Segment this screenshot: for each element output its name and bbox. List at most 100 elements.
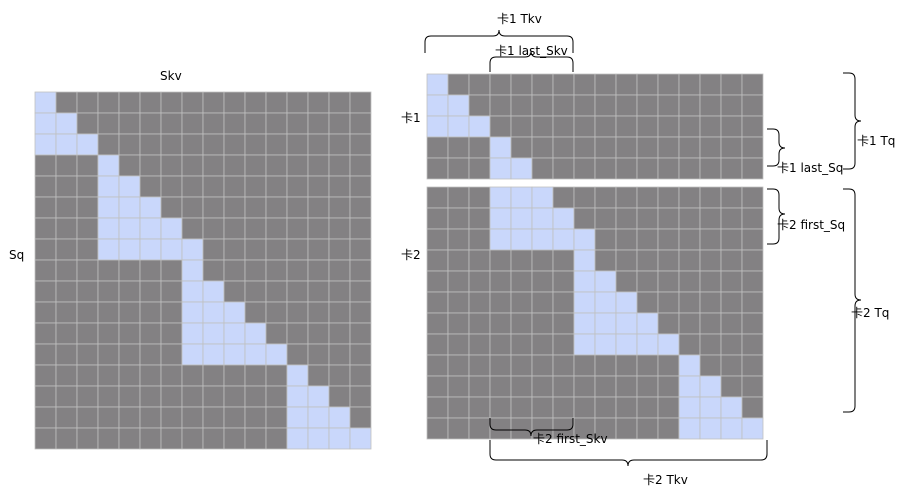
- full-masked-cell: [328, 343, 351, 366]
- full-masked-cell: [160, 196, 183, 219]
- card2-masked-cell: [468, 186, 491, 209]
- full-masked-cell: [265, 133, 288, 156]
- full-masked-cell: [244, 133, 267, 156]
- card2-masked-cell: [552, 186, 575, 209]
- card2-masked-cell: [552, 291, 575, 314]
- card2-masked-cell: [636, 354, 659, 377]
- full-masked-cell: [223, 112, 246, 135]
- card2-masked-cell: [678, 312, 701, 335]
- card1-masked-cell: [636, 94, 659, 117]
- full-masked-cell: [181, 196, 204, 219]
- card2-tq-label: 卡2 Tq: [851, 306, 889, 320]
- full-masked-cell: [307, 259, 330, 282]
- card2-masked-cell: [741, 186, 764, 209]
- card1-masked-cell: [741, 115, 764, 138]
- card2-first-skv-brace: [489, 418, 574, 437]
- full-masked-cell: [181, 112, 204, 135]
- full-masked-cell: [328, 154, 351, 177]
- card1-masked-cell: [468, 136, 491, 159]
- full-masked-cell: [34, 217, 57, 240]
- full-masked-cell: [202, 259, 225, 282]
- card1-masked-cell: [531, 94, 554, 117]
- card2-tkv-brace: [489, 440, 768, 467]
- full-attended-cell: [181, 259, 204, 282]
- full-masked-cell: [55, 406, 78, 429]
- full-masked-cell: [328, 91, 351, 114]
- card2-masked-cell: [720, 249, 743, 272]
- full-masked-cell: [160, 385, 183, 408]
- full-masked-cell: [118, 112, 141, 135]
- card2-attended-cell: [594, 291, 617, 314]
- full-masked-cell: [223, 427, 246, 450]
- card2-attended-cell: [615, 312, 638, 335]
- card1-masked-cell: [489, 94, 512, 117]
- full-masked-cell: [244, 154, 267, 177]
- full-masked-cell: [328, 112, 351, 135]
- full-attended-cell: [223, 343, 246, 366]
- card2-masked-cell: [468, 417, 491, 440]
- full-masked-cell: [139, 301, 162, 324]
- card2-attended-cell: [489, 228, 512, 251]
- card1-attended-cell: [426, 73, 449, 96]
- full-masked-cell: [286, 133, 309, 156]
- full-masked-cell: [286, 259, 309, 282]
- card2-masked-cell: [657, 270, 680, 293]
- full-masked-cell: [118, 280, 141, 303]
- card2-masked-cell: [573, 396, 596, 419]
- full-masked-cell: [34, 259, 57, 282]
- card2-attended-cell: [489, 207, 512, 230]
- full-masked-cell: [97, 280, 120, 303]
- card2-masked-cell: [489, 312, 512, 335]
- full-masked-cell: [97, 91, 120, 114]
- card2-attended-cell: [720, 396, 743, 419]
- full-masked-cell: [244, 259, 267, 282]
- full-masked-cell: [265, 259, 288, 282]
- card1-masked-cell: [741, 136, 764, 159]
- full-masked-cell: [202, 427, 225, 450]
- card2-attended-cell: [636, 333, 659, 356]
- full-masked-cell: [349, 301, 372, 324]
- full-masked-cell: [286, 322, 309, 345]
- card2-masked-cell: [468, 270, 491, 293]
- card1-masked-cell: [573, 115, 596, 138]
- full-masked-cell: [76, 301, 99, 324]
- full-masked-cell: [328, 385, 351, 408]
- full-masked-cell: [223, 196, 246, 219]
- full-masked-cell: [181, 91, 204, 114]
- card2-masked-cell: [615, 186, 638, 209]
- card2-masked-cell: [720, 354, 743, 377]
- full-masked-cell: [244, 112, 267, 135]
- full-attended-cell: [223, 301, 246, 324]
- full-masked-cell: [307, 133, 330, 156]
- card2-attended-cell: [720, 417, 743, 440]
- card2-masked-cell: [657, 291, 680, 314]
- full-masked-cell: [139, 112, 162, 135]
- card2-attended-cell: [615, 333, 638, 356]
- full-masked-cell: [307, 343, 330, 366]
- card2-masked-cell: [489, 333, 512, 356]
- full-masked-cell: [181, 385, 204, 408]
- full-masked-cell: [139, 385, 162, 408]
- card2-attended-cell: [573, 270, 596, 293]
- full-masked-cell: [160, 91, 183, 114]
- card1-masked-cell: [657, 73, 680, 96]
- full-masked-cell: [349, 175, 372, 198]
- card2-masked-cell: [426, 354, 449, 377]
- card2-masked-cell: [657, 207, 680, 230]
- card2-attended-cell: [636, 312, 659, 335]
- full-masked-cell: [307, 154, 330, 177]
- full-masked-cell: [202, 112, 225, 135]
- full-attended-cell: [97, 238, 120, 261]
- card2-masked-cell: [447, 312, 470, 335]
- card2-masked-cell: [720, 228, 743, 251]
- card1-masked-cell: [657, 94, 680, 117]
- full-masked-cell: [76, 217, 99, 240]
- card1-masked-cell: [510, 94, 533, 117]
- card1-masked-cell: [615, 157, 638, 180]
- full-masked-cell: [286, 217, 309, 240]
- full-masked-cell: [97, 259, 120, 282]
- full-masked-cell: [76, 364, 99, 387]
- card1-masked-cell: [699, 73, 722, 96]
- full-masked-cell: [265, 175, 288, 198]
- card2-masked-cell: [573, 354, 596, 377]
